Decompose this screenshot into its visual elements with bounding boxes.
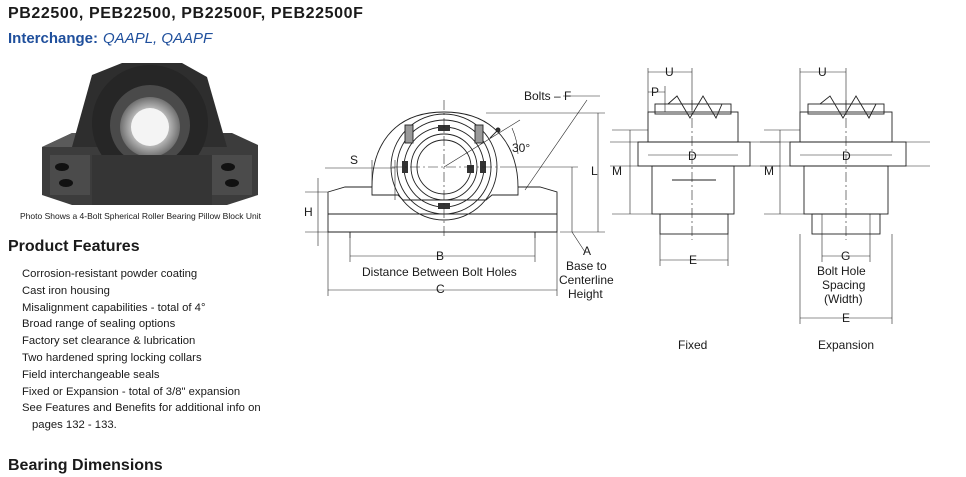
features-list: Corrosion-resistant powder coating Cast … (22, 266, 261, 434)
feature-item: Field interchangeable seals (22, 368, 160, 381)
label-A-desc-2: Centerline (559, 273, 614, 287)
label-G-desc-2: Spacing (822, 278, 865, 292)
feature-item-continuation: pages 132 - 133. (22, 417, 261, 434)
feature-item: Misalignment capabilities - total of 4° (22, 301, 206, 314)
label-C: C (436, 282, 445, 296)
label-G-desc-1: Bolt Hole (817, 264, 866, 278)
label-exp-G: G (841, 249, 850, 263)
label-exp-U: U (818, 65, 827, 79)
label-fixed-P: P (651, 85, 659, 99)
feature-item: Cast iron housing (22, 284, 110, 297)
expansion-side-view (760, 68, 930, 324)
label-H: H (304, 205, 313, 219)
interchange-line: Interchange:QAAPL, QAAPF (8, 30, 212, 47)
feature-item: Broad range of sealing options (22, 318, 176, 331)
label-fixed-D: D (688, 149, 697, 163)
label-exp-D: D (842, 149, 851, 163)
front-view (305, 95, 605, 296)
label-A-desc-1: Base to (566, 259, 607, 273)
label-B: B (436, 249, 444, 263)
label-A-desc-3: Height (568, 287, 603, 301)
dimension-drawing: Bolts – F 30° S H L B Distance Between B… (304, 65, 930, 352)
label-fixed-U: U (665, 65, 674, 79)
feature-item-continuation-text: pages 132 - 133. (32, 419, 117, 432)
feature-item: Corrosion-resistant powder coating (22, 268, 198, 280)
feature-item: See Features and Benefits for additional… (22, 402, 261, 415)
label-fixed-M: M (612, 164, 622, 178)
fixed-side-view (610, 68, 780, 266)
page-title: PB22500, PEB22500, PB22500F, PEB22500F (8, 5, 364, 22)
label-A: A (583, 244, 591, 258)
label-bolts: Bolts – F (524, 89, 571, 103)
pillow-block-photo (42, 63, 258, 205)
interchange-value: QAAPL, QAAPF (103, 30, 213, 47)
label-exp-M: M (764, 164, 774, 178)
feature-item: Two hardened spring locking collars (22, 351, 202, 364)
bearing-dimensions-heading: Bearing Dimensions (8, 457, 163, 474)
label-angle: 30° (512, 141, 530, 155)
label-L: L (591, 164, 598, 178)
caption-expansion: Expansion (818, 338, 874, 352)
label-exp-E: E (842, 311, 850, 325)
features-heading: Product Features (8, 238, 140, 255)
label-S: S (350, 153, 358, 167)
label-B-desc: Distance Between Bolt Holes (362, 265, 517, 279)
photo-caption: Photo Shows a 4-Bolt Spherical Roller Be… (20, 211, 261, 221)
label-fixed-E: E (689, 253, 697, 267)
feature-item: Fixed or Expansion - total of 3/8" expan… (22, 385, 241, 398)
label-G-desc-3: (Width) (824, 292, 863, 306)
interchange-label: Interchange: (8, 30, 99, 47)
feature-item: Factory set clearance & lubrication (22, 335, 196, 348)
caption-fixed: Fixed (678, 338, 707, 352)
